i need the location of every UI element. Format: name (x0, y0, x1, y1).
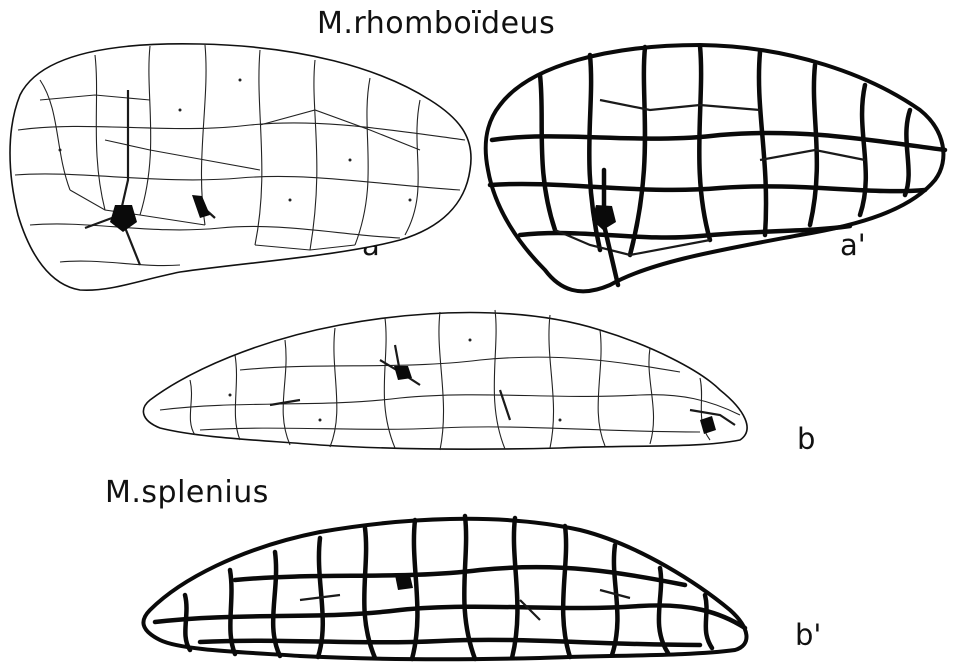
muscle-section-b (143, 310, 747, 450)
muscle-section-a-prime (486, 45, 945, 291)
muscle-section-a (10, 44, 471, 290)
muscle-section-b-prime (143, 516, 746, 659)
